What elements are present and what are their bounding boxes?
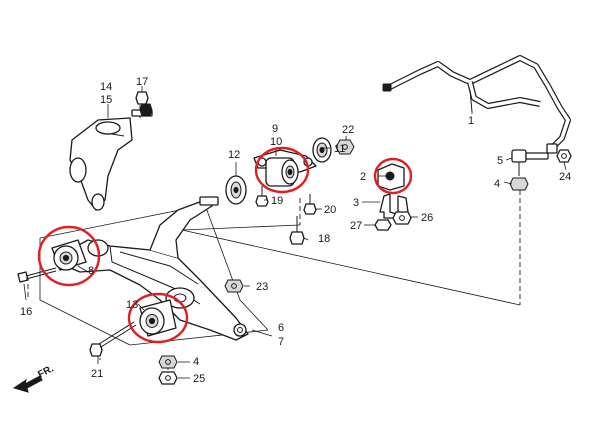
callout-2: 2 bbox=[360, 171, 366, 183]
highlight-front-bushing bbox=[37, 225, 101, 287]
highlight-circles bbox=[37, 146, 413, 344]
compliance-bushing-assembly bbox=[253, 149, 317, 187]
callout-4-link: 4 bbox=[494, 178, 500, 190]
leader-lines bbox=[23, 86, 567, 379]
highlight-compliance-bushing bbox=[254, 146, 310, 194]
callout-1: 1 bbox=[468, 115, 474, 127]
lower-control-arm bbox=[65, 196, 249, 341]
callout-20: 20 bbox=[324, 204, 336, 216]
stabilizer-bar bbox=[382, 55, 571, 154]
highlight-stabilizer-bushing bbox=[373, 157, 413, 195]
highlight-rear-bushing bbox=[127, 292, 189, 344]
callout-27: 27 bbox=[350, 220, 362, 232]
callout-8: 8 bbox=[88, 265, 94, 277]
front-bushing bbox=[51, 239, 87, 271]
callout-21: 21 bbox=[91, 368, 103, 380]
callout-22: 22 bbox=[342, 124, 354, 136]
callout-19: 19 bbox=[271, 195, 283, 207]
callout-12: 12 bbox=[228, 149, 240, 161]
fasteners bbox=[17, 91, 412, 385]
callout-25: 25 bbox=[193, 373, 205, 385]
callout-14: 14 bbox=[100, 81, 112, 93]
callout-18: 18 bbox=[318, 233, 330, 245]
callout-23: 23 bbox=[256, 281, 268, 293]
front-direction-arrow: FR. bbox=[12, 363, 56, 393]
stabilizer-link bbox=[509, 149, 572, 191]
callout-11: 11 bbox=[334, 143, 345, 155]
bushing-washer bbox=[312, 137, 355, 163]
knuckle-bracket bbox=[69, 103, 153, 211]
callout-9: 9 bbox=[272, 123, 278, 135]
callout-numbers: 1 2 3 4 5 24 26 27 6 7 8 9 10 11 12 13 1… bbox=[20, 76, 571, 385]
callout-26: 26 bbox=[421, 212, 433, 224]
callout-17: 17 bbox=[136, 76, 148, 88]
callout-16: 16 bbox=[20, 306, 32, 318]
callout-13: 13 bbox=[126, 299, 138, 311]
rubber-stopper bbox=[225, 175, 247, 205]
callout-4-arm: 4 bbox=[193, 356, 199, 368]
callout-3: 3 bbox=[353, 197, 359, 209]
callout-7: 7 bbox=[278, 336, 284, 348]
callout-6: 6 bbox=[278, 322, 284, 334]
callout-10: 10 bbox=[270, 136, 282, 148]
direction-label: FR. bbox=[36, 363, 56, 380]
rear-bushing bbox=[139, 299, 177, 337]
stabilizer-bushing bbox=[377, 163, 409, 219]
callout-24: 24 bbox=[559, 171, 571, 183]
callout-5: 5 bbox=[497, 155, 503, 167]
callout-15: 15 bbox=[100, 94, 112, 106]
